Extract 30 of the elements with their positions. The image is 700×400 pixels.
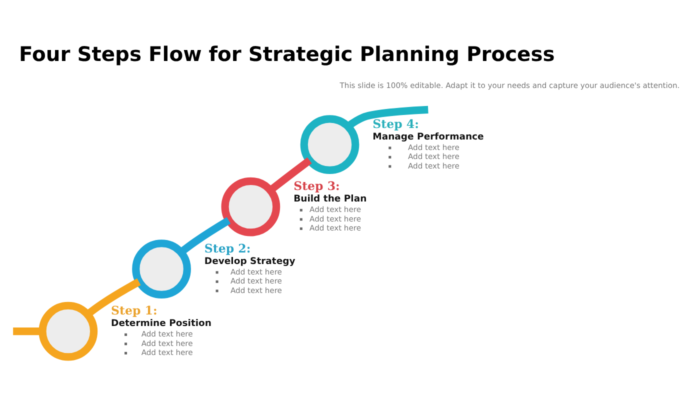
node-label: Add text here xyxy=(408,142,460,152)
node-label: Add text here xyxy=(230,276,282,286)
node-label: Step 1: xyxy=(111,303,158,318)
label: This slide is 100% editable. Adapt it to your needs and capture your audience's attention. xyxy=(340,80,680,90)
node-label: Add text here xyxy=(230,266,282,276)
node-label: Add text here xyxy=(310,223,361,232)
node-label: Add text here xyxy=(141,348,193,357)
connector xyxy=(268,156,312,193)
node-label: Step 3: xyxy=(294,178,340,193)
node-label: Develop Strategy xyxy=(204,255,296,266)
node-label: Step 4: xyxy=(372,116,419,130)
node-label: Add text here xyxy=(310,204,361,214)
node-label: Manage Performance xyxy=(372,130,484,142)
node-circle xyxy=(221,176,280,236)
node-label: Add text here xyxy=(310,214,361,223)
connector xyxy=(85,278,141,317)
node-circle xyxy=(38,301,98,360)
node-label: Add text here xyxy=(141,329,193,338)
node-circle xyxy=(132,239,191,298)
connector xyxy=(178,216,231,255)
diagram-title: Four Steps Flow for Strategic Planning Process xyxy=(19,42,555,66)
node-label: Build the Plan xyxy=(294,193,367,204)
node-label: Determine Position xyxy=(111,318,212,329)
connector xyxy=(346,105,428,129)
node-label: Add text here xyxy=(230,285,282,294)
node-label: Step 2: xyxy=(204,240,251,255)
node-label: Add text here xyxy=(408,152,460,161)
node-label: Add text here xyxy=(141,338,193,348)
node-circle xyxy=(300,114,360,174)
node-label: Add text here xyxy=(408,160,460,170)
